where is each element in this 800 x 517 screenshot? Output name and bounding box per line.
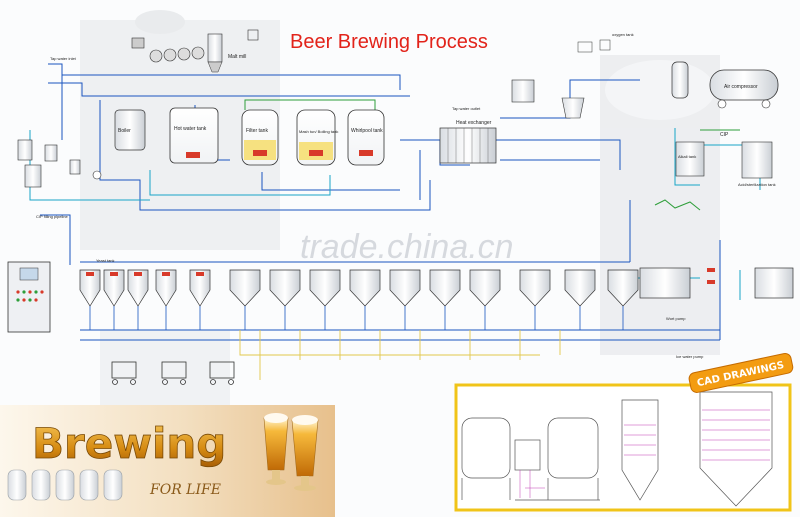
fermenter-tank	[389, 269, 421, 307]
air-compressor-label: Air compressor	[724, 84, 758, 90]
trolleys	[111, 361, 235, 385]
fermenter-tank	[79, 269, 101, 307]
wort-pump-label: Wort pump	[666, 316, 686, 321]
fermenter-tank	[155, 269, 177, 307]
page-title: Beer Brewing Process	[290, 31, 488, 53]
fermenter-tank	[309, 269, 341, 307]
oxygen-yeast-area: oxygen tank	[511, 32, 634, 119]
filter-tank: Filter tank	[241, 109, 279, 166]
watermark: trade.china.cn	[300, 228, 514, 266]
pipe-network-yellow	[239, 330, 561, 380]
fermenter-label-plate	[110, 272, 118, 276]
cad-drawings-panel	[454, 383, 792, 512]
fermenter-label-plate	[86, 272, 94, 276]
hot-water-tank: Hot water tank	[169, 107, 219, 164]
control-cabinet: CIP filling pipeline	[7, 214, 68, 333]
cad-brewhouse	[461, 417, 600, 501]
malt-mill: Malt mill	[131, 29, 259, 73]
mini-tanks	[7, 469, 123, 501]
cad-fermenters	[621, 391, 773, 507]
cad-jackets	[624, 409, 770, 461]
fermenter-tank	[269, 269, 301, 307]
fermenter-tank	[189, 269, 211, 307]
tap-water-inlet-label: Tap water inlet	[50, 56, 77, 61]
mash-tank: Mash tun/ Boiling tank	[296, 109, 338, 166]
boiler-label: Boiler	[118, 128, 131, 134]
beer-glasses-icon	[263, 413, 319, 491]
cad-dimension-lines	[519, 470, 545, 498]
fermenter-tank	[469, 269, 501, 307]
ice-water-tanks: Ice water pump Wort pump Yeast tank	[96, 258, 794, 359]
fermenter-row	[79, 269, 639, 330]
ice-water-pump-label: Ice water pump	[676, 354, 704, 359]
mash-tank-label: Mash tun/ Boiling tank	[299, 129, 338, 134]
heat-exchanger-label: Heat exchanger	[456, 120, 492, 126]
yeast-tank-label: Yeast tank	[96, 258, 115, 263]
left-utility-tanks: Tap water inlet	[17, 56, 102, 188]
fermenter-tank	[127, 269, 149, 307]
hot-water-tank-label: Hot water tank	[174, 126, 207, 132]
air-compressor: Air compressor	[671, 61, 779, 109]
fermenter-tank	[429, 269, 461, 307]
oxygen-tank-label: oxygen tank	[612, 32, 634, 37]
whirlpool-tank: Whirlpool tank	[347, 109, 385, 166]
alkali-tank-label: Alkali tank	[678, 154, 696, 159]
cip-area: CIP Alkali tank Acid/sterilization tank	[675, 132, 776, 187]
acid-tank-label: Acid/sterilization tank	[738, 182, 776, 187]
heat-exchanger: Heat exchanger Tap water outlet	[439, 106, 497, 164]
tap-water-outlet-label: Tap water outlet	[452, 106, 481, 111]
banner-subline: FOR LIFE	[149, 482, 221, 498]
malt-mill-label: Malt mill	[228, 54, 246, 60]
cip-filling-pipe-label: CIP filling pipeline	[36, 214, 68, 219]
fermenter-tank	[564, 269, 596, 307]
fermenter-label-plate	[196, 272, 204, 276]
fermenter-label-plate	[134, 272, 142, 276]
fermenter-tank	[229, 269, 261, 307]
fermenter-tank	[349, 269, 381, 307]
banner-headline: Brewing	[32, 419, 226, 468]
fermenter-label-plate	[162, 272, 170, 276]
boiler: Boiler	[114, 109, 146, 151]
whirlpool-tank-label: Whirlpool tank	[351, 128, 383, 134]
fermenter-tank	[607, 269, 639, 307]
filter-tank-label: Filter tank	[246, 128, 268, 134]
fermenter-tank	[103, 269, 125, 307]
cip-label: CIP	[720, 132, 729, 138]
fermenter-tank	[519, 269, 551, 307]
brewing-banner: Brewing FOR LIFE	[0, 405, 335, 517]
pipe-network-green	[244, 99, 740, 211]
